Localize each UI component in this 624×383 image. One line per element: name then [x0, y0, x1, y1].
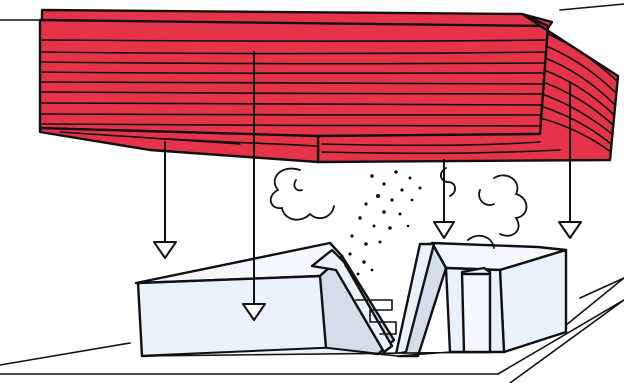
stacked-sheets: [40, 10, 618, 162]
base-blocks: [136, 243, 566, 356]
right-dust-cloud: [494, 175, 527, 235]
dust-clouds: [271, 168, 527, 248]
down-arrow-icon: [154, 142, 176, 258]
left-block-front: [138, 276, 326, 356]
left-dust-cloud: [271, 169, 334, 220]
dust-particles: [345, 170, 422, 275]
upright-plate: [462, 268, 490, 352]
down-arrow-icon: [434, 160, 454, 238]
